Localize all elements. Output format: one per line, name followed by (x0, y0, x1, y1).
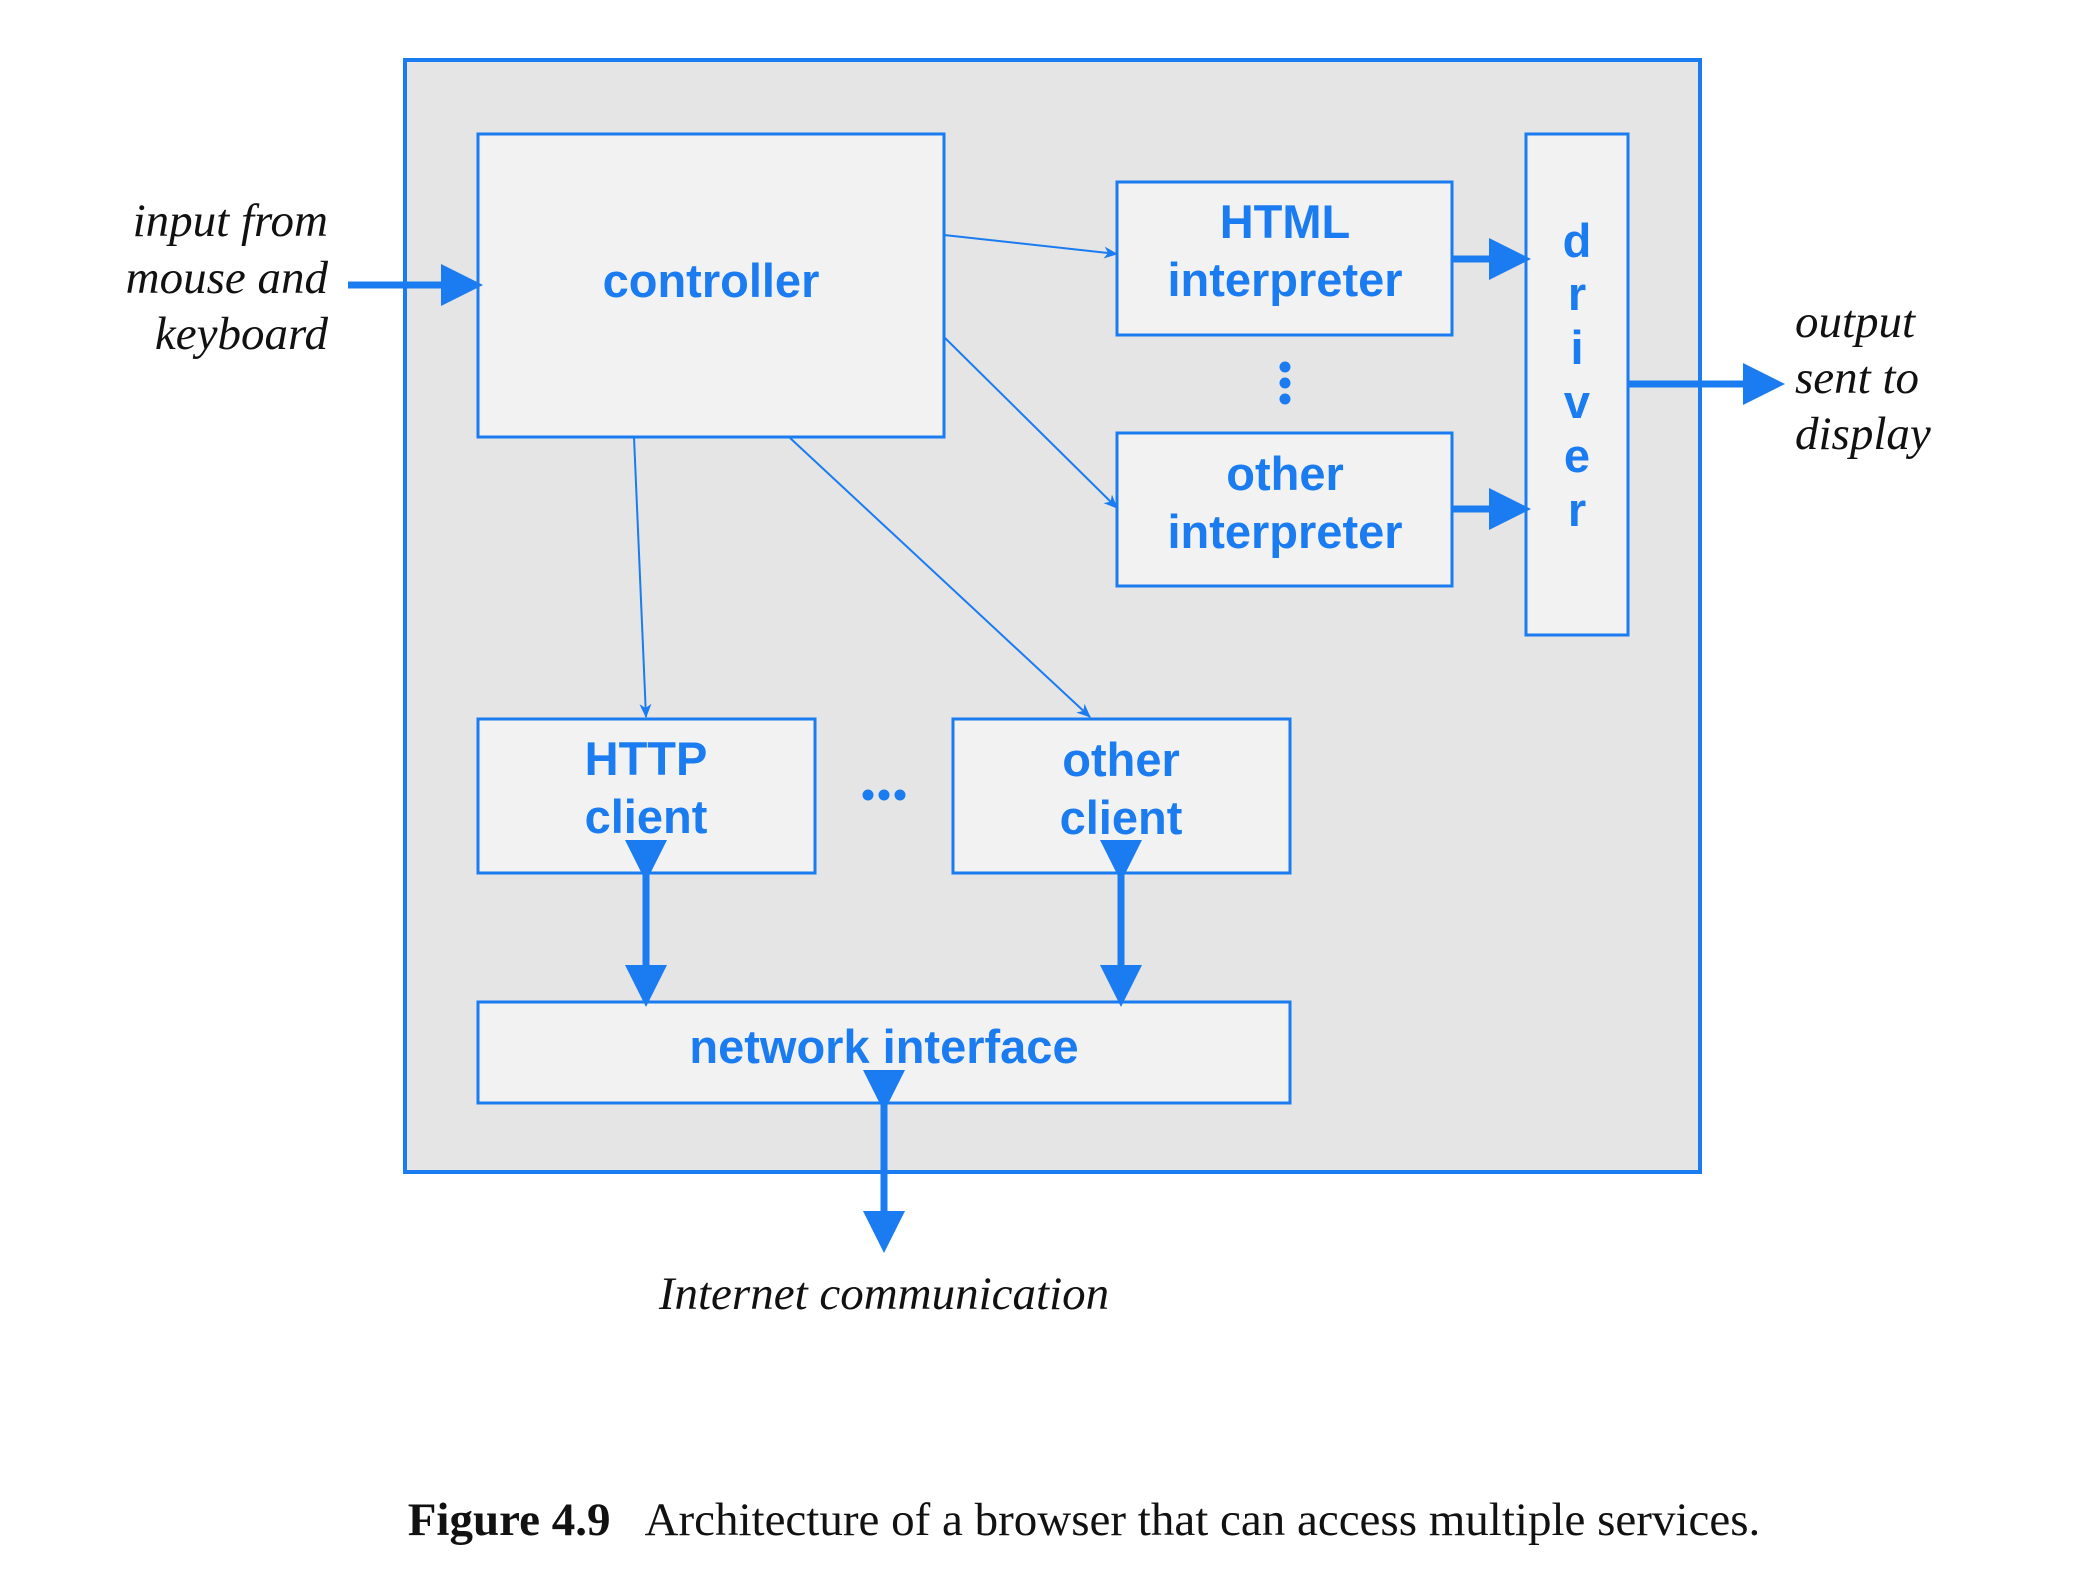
driver-letter: d (1563, 214, 1592, 267)
other-interpreter-label-line2: interpreter (1167, 505, 1402, 558)
output-label: output sent to display (1795, 296, 1931, 460)
arrow-controller-to-http-client (633, 436, 652, 718)
http-client-label-line2: client (585, 790, 708, 843)
output-label-line1: output (1795, 296, 1916, 348)
http-client-box: HTTP client (476, 717, 817, 875)
arrow-controller-to-other-client (788, 436, 1091, 718)
client-ellipsis (862, 789, 906, 801)
driver-letter: v (1564, 375, 1590, 428)
internet-label: Internet communication (658, 1268, 1109, 1320)
output-label-line2: sent to (1795, 352, 1919, 404)
arrow-controller-to-other-interpreter (943, 336, 1118, 509)
figure-caption: Figure 4.9 Architecture of a browser tha… (408, 1494, 1761, 1546)
other-client-label-line2: client (1060, 791, 1183, 844)
network-interface-box: network interface (476, 1000, 1292, 1105)
other-interpreter-label-line1: other (1226, 447, 1344, 500)
driver-letter: i (1570, 321, 1583, 374)
arrow-controller-to-html-interpreter (943, 234, 1118, 259)
output-label-line3: display (1795, 408, 1931, 460)
controller-label: controller (603, 254, 820, 307)
http-client-label-line1: HTTP (585, 732, 708, 785)
interpreter-ellipsis (1279, 361, 1291, 405)
html-interpreter-label-line1: HTML (1220, 195, 1351, 248)
other-client-label-line1: other (1062, 733, 1180, 786)
controller-box: controller (476, 132, 946, 439)
html-interpreter-label-line2: interpreter (1167, 253, 1402, 306)
input-label-line2: mouse and (126, 252, 329, 304)
driver-letter: r (1568, 483, 1586, 536)
figure-caption-text: Architecture of a browser that can acces… (645, 1494, 1761, 1546)
input-label: input from mouse and keyboard (126, 195, 329, 360)
html-interpreter-box: HTML interpreter (1115, 180, 1454, 337)
other-client-box: other client (951, 717, 1292, 875)
network-interface-label: network interface (689, 1020, 1078, 1073)
input-label-line3: keyboard (155, 308, 329, 360)
figure-number: Figure 4.9 (408, 1494, 611, 1546)
driver-letter: r (1568, 267, 1586, 320)
driver-letter: e (1564, 429, 1590, 482)
other-interpreter-box: other interpreter (1115, 431, 1454, 588)
input-label-line1: input from (133, 195, 328, 247)
driver-box: d r i v e r (1524, 132, 1630, 637)
